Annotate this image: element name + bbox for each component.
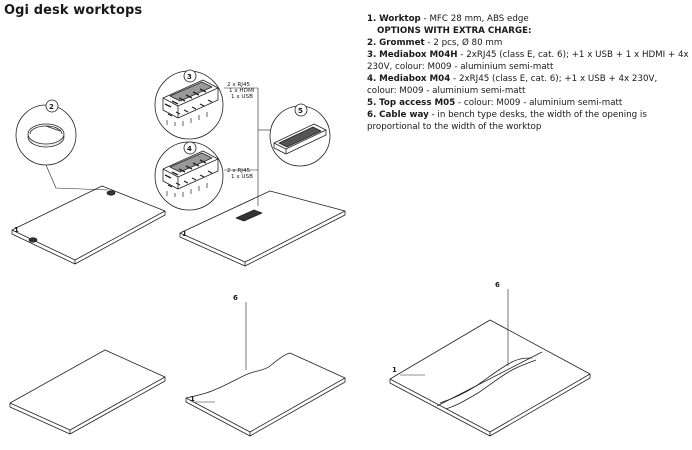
callout-1: 1 <box>182 230 187 238</box>
spec-item-worktop: 1. Worktop - MFC 28 mm, ABS edge <box>367 14 529 24</box>
grommet-hole <box>106 190 116 196</box>
callout-6: 6 <box>495 281 500 289</box>
desk-with-top-access <box>179 190 346 267</box>
grommet-hole <box>28 237 38 243</box>
top-access-opening <box>235 209 263 222</box>
spec-item-top-access: 5. Top access M05 - colour: M009 - alumi… <box>367 98 623 108</box>
callout-4: 4 <box>187 145 192 153</box>
spec-item-grommet: 2. Grommet - 2 pcs, Ø 80 mm <box>367 38 503 48</box>
grommet-detail <box>15 99 109 191</box>
callout-1: 1 <box>190 395 195 403</box>
desk-plain <box>9 349 166 435</box>
spec-item-mediabox-m04h: 3. Mediabox M04H - 2xRJ45 (class E, cat.… <box>367 50 689 72</box>
callout-3: 3 <box>187 73 192 81</box>
spec-item-cable-way: 6. Cable way - in bench type desks, the … <box>367 110 647 132</box>
port-label: 1 x USB <box>231 174 253 180</box>
spec-item-mediabox-m04: 4. Mediabox M04 - 2xRJ45 (class E, cat. … <box>367 74 658 96</box>
callout-1: 1 <box>14 226 19 234</box>
port-label: 2 x RJ45 <box>227 168 251 174</box>
spec-list: 1. Worktop - MFC 28 mm, ABS edge OPTIONS… <box>367 13 689 133</box>
callout-bubble <box>183 141 197 155</box>
spec-options-heading: OPTIONS WITH EXTRA CHARGE: <box>377 26 532 36</box>
page-title: Ogi desk worktops <box>4 3 143 18</box>
port-label: 1 x USB <box>231 94 253 100</box>
port-label: 2 x RJ45 <box>227 82 251 88</box>
callout-6: 6 <box>233 294 238 302</box>
callout-1: 1 <box>392 366 397 374</box>
callout-bubble <box>183 69 197 83</box>
callout-bubble <box>294 103 308 117</box>
port-label: 1 x HDMI <box>229 88 255 94</box>
desk-with-cable-way <box>185 302 346 437</box>
bench-desk <box>389 289 591 437</box>
callout-2: 2 <box>49 103 54 111</box>
callout-5: 5 <box>298 107 303 115</box>
desk-with-grommets <box>11 185 166 265</box>
mediabox-m04-detail <box>154 141 224 211</box>
top-access-detail <box>269 103 331 167</box>
callout-bubble <box>45 99 59 113</box>
mediabox-m04h-detail <box>154 69 224 140</box>
